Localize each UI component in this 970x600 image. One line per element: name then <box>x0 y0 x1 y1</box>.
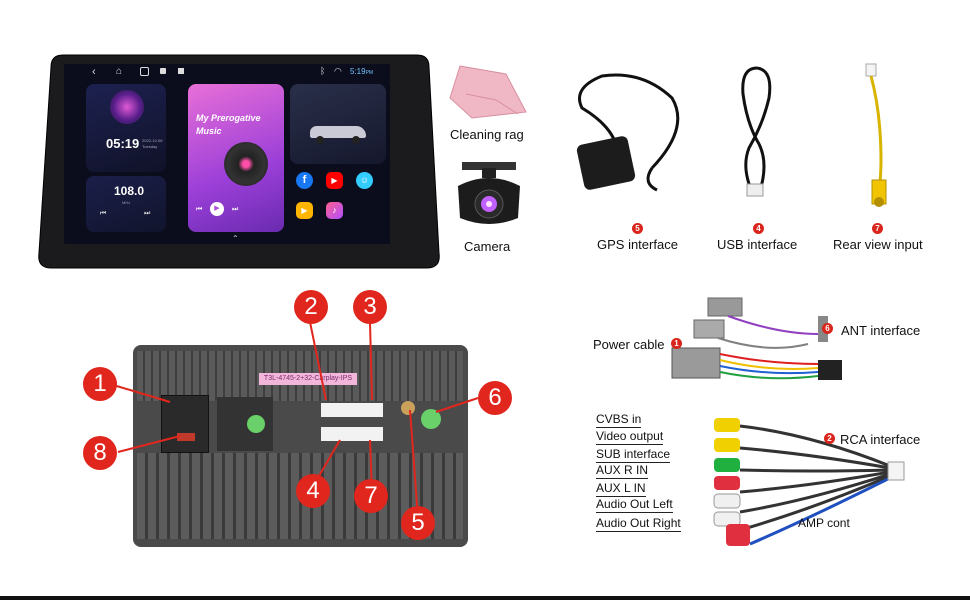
chevron-up-icon[interactable]: ⌃ <box>232 234 239 243</box>
artwork-orb <box>110 90 144 124</box>
rca-line-aux-r: AUX R IN <box>596 463 649 479</box>
music-widget[interactable]: My Prerogative Music ⏮ ▶ ⏭ <box>188 84 284 232</box>
gps-label: GPS interface <box>597 237 678 252</box>
gallery-icon[interactable] <box>160 68 166 74</box>
prev-icon[interactable]: ⏮ <box>100 210 107 217</box>
car-image <box>310 126 366 138</box>
status-bar: ‹ ⌂ ᛒ ◠ 5:19PM <box>64 64 390 82</box>
callout-4: 4 <box>296 474 330 508</box>
gps-badge: 5 <box>632 223 643 234</box>
recent-apps-icon[interactable] <box>140 67 149 76</box>
usb-cable-image <box>741 66 772 197</box>
callout-5: 5 <box>401 506 435 540</box>
clock-weekday: Tuesday <box>142 144 158 149</box>
rca-label: RCA interface <box>840 432 921 447</box>
car-wheel <box>316 136 324 144</box>
power-harness-image <box>671 297 842 380</box>
ground-screw <box>247 415 265 433</box>
rca-line-sub: SUB interface <box>596 447 671 463</box>
music-app-icon[interactable]: ♪ <box>326 202 343 219</box>
callout-1: 1 <box>83 367 117 401</box>
callout-8: 8 <box>83 436 117 470</box>
car-widget[interactable] <box>290 84 386 164</box>
rca-line-aux-l: AUX L IN <box>596 481 646 497</box>
usb-label: USB interface <box>717 237 798 252</box>
radio-frequency: 108.0 <box>114 184 145 198</box>
video-app-icon[interactable]: ▶ <box>296 202 313 219</box>
power-cable-label: Power cable <box>593 337 665 352</box>
connector-4-7 <box>321 427 383 441</box>
rca-badge: 2 <box>824 433 835 444</box>
callout-7: 7 <box>354 479 388 513</box>
clock-widget[interactable]: 05:19 2022-12-06 Tuesday <box>86 84 166 172</box>
connector-1 <box>161 395 209 453</box>
connector-6 <box>421 409 441 429</box>
music-title: My Prerogative Music <box>196 113 261 136</box>
cleaning-rag-image <box>449 65 527 119</box>
callout-6: 6 <box>478 381 512 415</box>
radio-widget[interactable]: 108.0 MHz ⏮ ⏭ <box>86 176 166 232</box>
waze-icon[interactable]: ☺ <box>356 172 373 189</box>
rear-badge: 7 <box>872 223 883 234</box>
play-icon[interactable]: ▶ <box>210 202 224 216</box>
rca-line-audio-right: Audio Out Right <box>596 516 681 532</box>
callout-3: 3 <box>353 290 387 324</box>
callout-2: 2 <box>294 290 328 324</box>
status-clock: 5:19PM <box>350 67 374 76</box>
usb-badge: 4 <box>753 223 764 234</box>
cleaning-rag-label: Cleaning rag <box>450 127 524 142</box>
amp-label: AMP cont <box>798 516 850 530</box>
connector-3 <box>321 403 383 417</box>
rca-line-video-output: Video output <box>596 429 664 445</box>
radio-unit: MHz <box>122 200 131 205</box>
camera-label: Camera <box>464 239 511 254</box>
gps-antenna-image <box>576 73 680 192</box>
youtube-icon[interactable]: ▶ <box>326 172 343 189</box>
home-icon[interactable]: ⌂ <box>116 66 123 77</box>
prev-icon[interactable]: ⏮ <box>196 206 203 213</box>
back-icon[interactable]: ‹ <box>92 66 96 78</box>
album-disc <box>224 142 268 186</box>
connector-8 <box>177 433 195 441</box>
ant-label: ANT interface <box>841 323 921 338</box>
car-wheel <box>352 136 360 144</box>
connector-5 <box>401 401 415 415</box>
apps-icon[interactable] <box>178 68 184 74</box>
power-cable-badge: 1 <box>671 338 682 349</box>
next-icon[interactable]: ⏭ <box>144 210 151 217</box>
bottom-rule <box>0 596 970 600</box>
ant-badge: 6 <box>822 323 833 334</box>
panel-sticker: T3L-4745-2+32-Carplay-IPS <box>259 373 357 385</box>
rca-line-cvbs: CVBS in <box>596 412 642 428</box>
next-icon[interactable]: ⏭ <box>232 206 239 213</box>
facebook-icon[interactable]: f <box>296 172 313 189</box>
clock-date: 2022-12-06 <box>142 138 163 143</box>
rca-line-audio-left: Audio Out Left <box>596 497 673 513</box>
wifi-icon: ◠ <box>334 66 342 76</box>
bluetooth-icon: ᛒ <box>320 66 326 76</box>
head-unit-screen[interactable]: ‹ ⌂ ᛒ ◠ 5:19PM 05:19 2022-12-06 Tuesday … <box>64 64 390 244</box>
clock-time: 05:19 <box>106 136 140 151</box>
rca-harness-image <box>713 418 905 546</box>
rear-label: Rear view input <box>833 237 923 252</box>
camera-image <box>458 162 520 224</box>
rear-view-cable-image <box>865 63 887 207</box>
